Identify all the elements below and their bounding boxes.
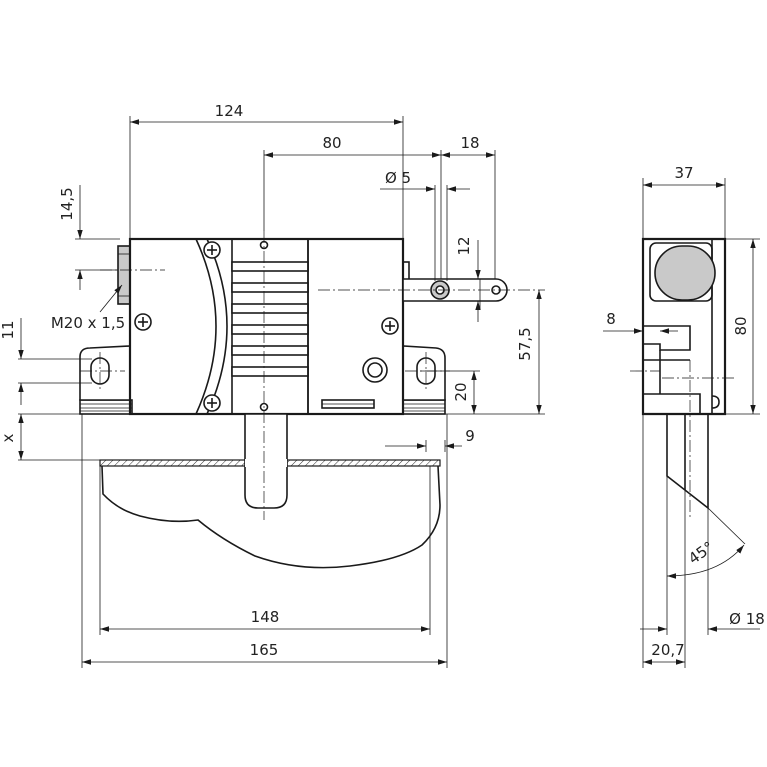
dim-80: 80	[322, 134, 341, 152]
dim-57-5: 57,5	[516, 327, 534, 360]
dim-side-20-7: 20,7	[651, 641, 684, 659]
dim-11: 11	[0, 320, 17, 339]
screw-icon	[381, 317, 399, 335]
cooling-fins	[231, 261, 309, 377]
side-view: 37 80 8 45° 20,7 Ø 18	[603, 164, 765, 668]
dim-20: 20	[452, 382, 470, 401]
dim-side-8: 8	[606, 310, 616, 328]
front-view: 124 80 18 Ø 5 14,5 M20 x 1,5 12 11 57,5 …	[0, 102, 545, 668]
right-bracket	[402, 345, 446, 401]
dim-x: x	[0, 433, 17, 442]
mounting-rail	[79, 399, 446, 415]
dim-9: 9	[465, 427, 475, 445]
sensor-housing	[128, 237, 405, 416]
dim-angle-45: 45°	[685, 538, 717, 568]
dim-side-37: 37	[674, 164, 693, 182]
dim-165: 165	[250, 641, 279, 659]
dim-124: 124	[215, 102, 244, 120]
screw-icon	[203, 241, 221, 259]
dim-12: 12	[455, 236, 473, 255]
center-lines	[80, 231, 545, 520]
cable-gland	[117, 245, 131, 305]
dimension-lines	[18, 119, 542, 665]
dim-side-dia-18: Ø 18	[729, 610, 765, 628]
material-section	[99, 459, 441, 569]
screw-icon	[134, 313, 152, 331]
screws	[134, 241, 399, 412]
dimension-labels: 124 80 18 Ø 5 14,5 M20 x 1,5 12 11 57,5 …	[0, 102, 534, 659]
screw-icon	[203, 394, 221, 412]
dim-thread: M20 x 1,5	[51, 314, 125, 332]
dim-18: 18	[460, 134, 479, 152]
dim-dia-5: Ø 5	[385, 169, 411, 187]
dim-side-80: 80	[732, 316, 750, 335]
dim-148: 148	[251, 608, 280, 626]
lever-arm	[402, 261, 508, 302]
dim-14-5: 14,5	[58, 187, 76, 220]
left-bracket	[79, 345, 131, 401]
hole-mark	[259, 402, 269, 412]
